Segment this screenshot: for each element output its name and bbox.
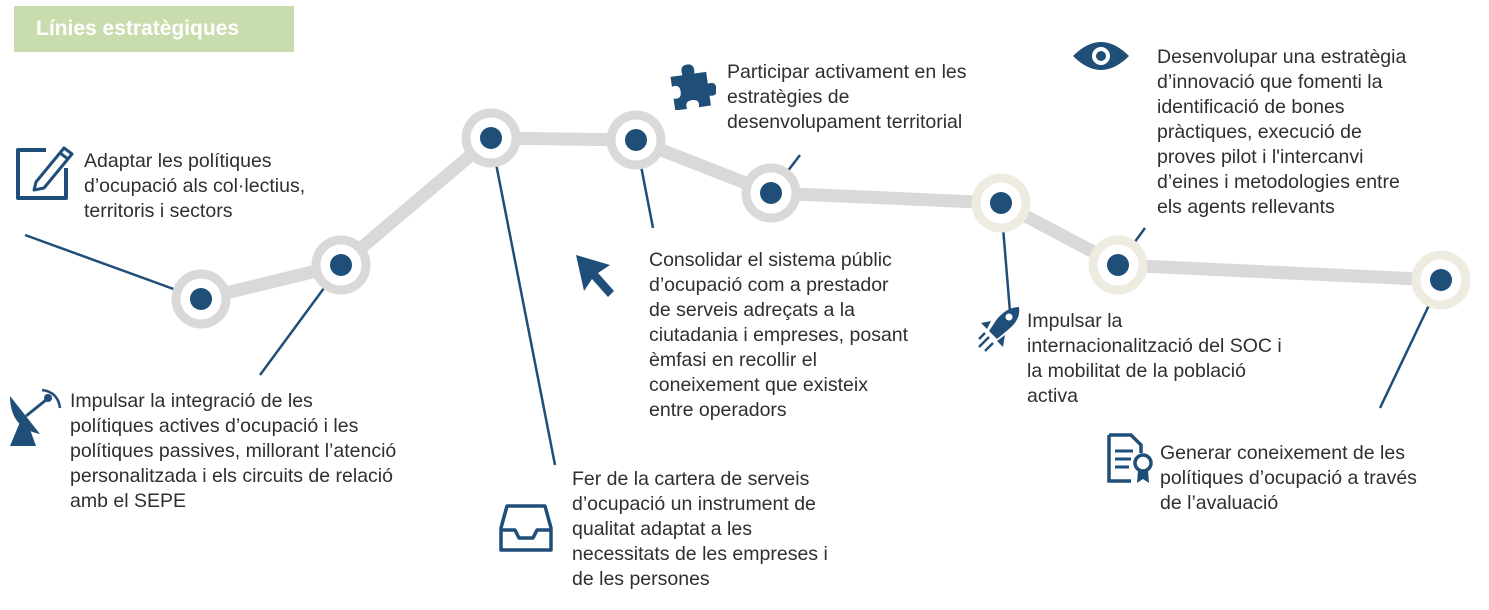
node-6 bbox=[971, 173, 1031, 233]
node-7 bbox=[1088, 235, 1148, 295]
section-title: Línies estratègiques bbox=[14, 6, 294, 52]
satellite-dish-icon bbox=[10, 388, 62, 446]
rocket-icon bbox=[978, 307, 1020, 352]
node-1 bbox=[171, 269, 231, 329]
puzzle-piece-icon bbox=[670, 64, 716, 110]
node-5 bbox=[741, 163, 801, 223]
pencil-square-icon bbox=[16, 146, 74, 200]
node-4 bbox=[606, 110, 666, 170]
cursor-arrow-icon bbox=[576, 255, 614, 297]
inbox-tray-icon bbox=[499, 504, 553, 552]
eye-icon bbox=[1073, 42, 1129, 70]
node-2 bbox=[311, 235, 371, 295]
document-certificate-icon bbox=[1107, 433, 1153, 483]
node-3 bbox=[461, 108, 521, 168]
node-8 bbox=[1411, 250, 1471, 310]
